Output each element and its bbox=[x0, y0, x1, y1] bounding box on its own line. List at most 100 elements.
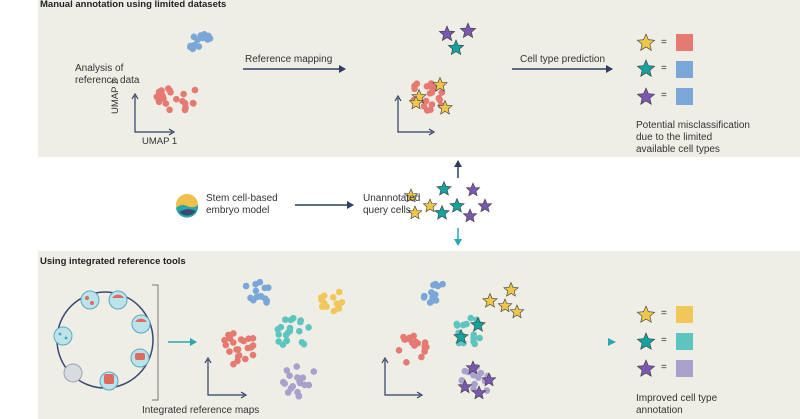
purple-cluster-dot bbox=[475, 374, 482, 381]
query-label-line1: Unannotated bbox=[363, 193, 421, 204]
development-cycle-icon bbox=[53, 290, 154, 391]
red-cluster-dot bbox=[234, 357, 241, 365]
red-cluster-dot bbox=[182, 104, 189, 111]
result-label-line2: annotation bbox=[636, 405, 683, 416]
legend-swatch-teal bbox=[676, 333, 693, 350]
red-cluster-dot bbox=[411, 342, 418, 349]
teal-cluster-dot bbox=[471, 340, 479, 348]
blue-cluster-dot bbox=[426, 299, 434, 306]
red-cluster-dot bbox=[411, 85, 418, 93]
star-icon bbox=[407, 205, 423, 220]
legend-equals-top-1: = bbox=[661, 37, 667, 48]
legend-swatch-blue bbox=[676, 61, 693, 78]
blue-cluster-dot bbox=[428, 289, 435, 296]
red-cluster-dot bbox=[166, 106, 173, 114]
blue-cluster-dot bbox=[265, 284, 272, 292]
star-icon bbox=[471, 385, 487, 400]
teal-cluster-dot bbox=[453, 322, 461, 329]
red-cluster-dot bbox=[421, 348, 428, 355]
star-icon bbox=[636, 359, 656, 377]
query-label-line2: query cells bbox=[363, 205, 411, 216]
umap-axes-top-left bbox=[131, 92, 176, 136]
umap2-label: UMAP 2 bbox=[110, 78, 121, 114]
red-cluster-dot bbox=[165, 85, 172, 92]
star-icon bbox=[482, 292, 498, 308]
purple-cluster-dot bbox=[310, 368, 318, 375]
star-icon bbox=[481, 372, 497, 387]
yellow-cluster-dot bbox=[330, 307, 338, 315]
red-cluster-dot bbox=[418, 353, 425, 361]
star-icon bbox=[497, 298, 513, 313]
star-icon bbox=[636, 305, 656, 323]
misclassification-line2: due to the limited bbox=[636, 132, 713, 143]
yellow-cluster-dot bbox=[338, 299, 346, 306]
teal-cluster-dot bbox=[297, 317, 305, 324]
teal-cluster-dot bbox=[305, 324, 312, 331]
red-cluster-dot bbox=[190, 100, 197, 107]
blue-cluster-dot bbox=[250, 296, 257, 304]
teal-cluster-dot bbox=[274, 326, 282, 333]
blue-cluster-dot bbox=[242, 282, 250, 290]
star-icon bbox=[434, 204, 450, 220]
red-cluster-dot bbox=[173, 95, 180, 103]
red-cluster-dot bbox=[401, 336, 409, 343]
red-cluster-dot bbox=[249, 351, 257, 359]
star-icon bbox=[509, 304, 525, 319]
purple-cluster-dot bbox=[293, 363, 301, 370]
result-label-line1: Improved cell type bbox=[636, 393, 718, 404]
red-cluster-dot bbox=[422, 97, 430, 105]
misclassification-line3: available cell types bbox=[636, 144, 720, 155]
yellow-cluster-dot bbox=[336, 288, 343, 296]
red-cluster-dot bbox=[421, 339, 429, 346]
blue-cluster-dot bbox=[256, 278, 264, 286]
blue-cluster-dot bbox=[189, 45, 197, 53]
star-icon bbox=[453, 328, 469, 344]
red-cluster-dot bbox=[230, 330, 237, 337]
purple-cluster-dot bbox=[305, 381, 313, 389]
star-icon bbox=[459, 22, 477, 39]
legend-equals-bottom-1: = bbox=[661, 308, 667, 319]
star-icon bbox=[457, 379, 473, 394]
purple-cluster-dot bbox=[286, 372, 293, 380]
teal-cluster-dot bbox=[284, 329, 292, 337]
cell-type-prediction-label: Cell type prediction bbox=[520, 54, 606, 65]
red-cluster-dot bbox=[403, 359, 410, 366]
yellow-cluster-dot bbox=[317, 294, 325, 301]
legend-equals-top-3: = bbox=[661, 90, 667, 101]
model-label-line2: embryo model bbox=[206, 205, 270, 216]
red-cluster-dot bbox=[230, 339, 237, 346]
blue-cluster-dot bbox=[420, 294, 428, 301]
model-label-line1: Stem cell-based bbox=[206, 193, 278, 204]
purple-cluster-dot bbox=[471, 380, 478, 388]
star-icon bbox=[432, 76, 448, 92]
purple-cluster-dot bbox=[287, 385, 295, 392]
blue-cluster-dot bbox=[257, 293, 264, 300]
star-icon bbox=[465, 360, 481, 375]
blue-cluster-dot bbox=[262, 295, 269, 303]
red-cluster-dot bbox=[423, 107, 431, 114]
star-icon bbox=[462, 208, 478, 223]
red-cluster-dot bbox=[244, 344, 252, 352]
red-cluster-dot bbox=[240, 337, 247, 345]
manual-annotation-panel bbox=[38, 0, 800, 157]
red-cluster-dot bbox=[160, 95, 167, 102]
maps-to-annotation-arrowhead bbox=[608, 338, 616, 346]
legend-swatches bbox=[636, 33, 693, 377]
teal-cluster-dot bbox=[275, 331, 283, 338]
red-cluster-dot bbox=[226, 348, 233, 355]
red-cluster-dot bbox=[191, 86, 199, 94]
teal-cluster-dot bbox=[298, 339, 306, 346]
maps-label: Integrated reference maps bbox=[142, 405, 260, 416]
umap-axes-bottom-left bbox=[204, 356, 248, 399]
star-icon bbox=[477, 198, 493, 213]
red-cluster-dot bbox=[428, 101, 436, 108]
blue-cluster-dot bbox=[434, 282, 442, 290]
cell-stars bbox=[403, 22, 525, 400]
purple-cluster-dot bbox=[283, 367, 291, 374]
red-cluster-dot bbox=[233, 346, 240, 353]
legend-swatch-red bbox=[676, 34, 693, 51]
cell-clusters bbox=[153, 31, 491, 400]
yellow-cluster-dot bbox=[330, 294, 337, 301]
